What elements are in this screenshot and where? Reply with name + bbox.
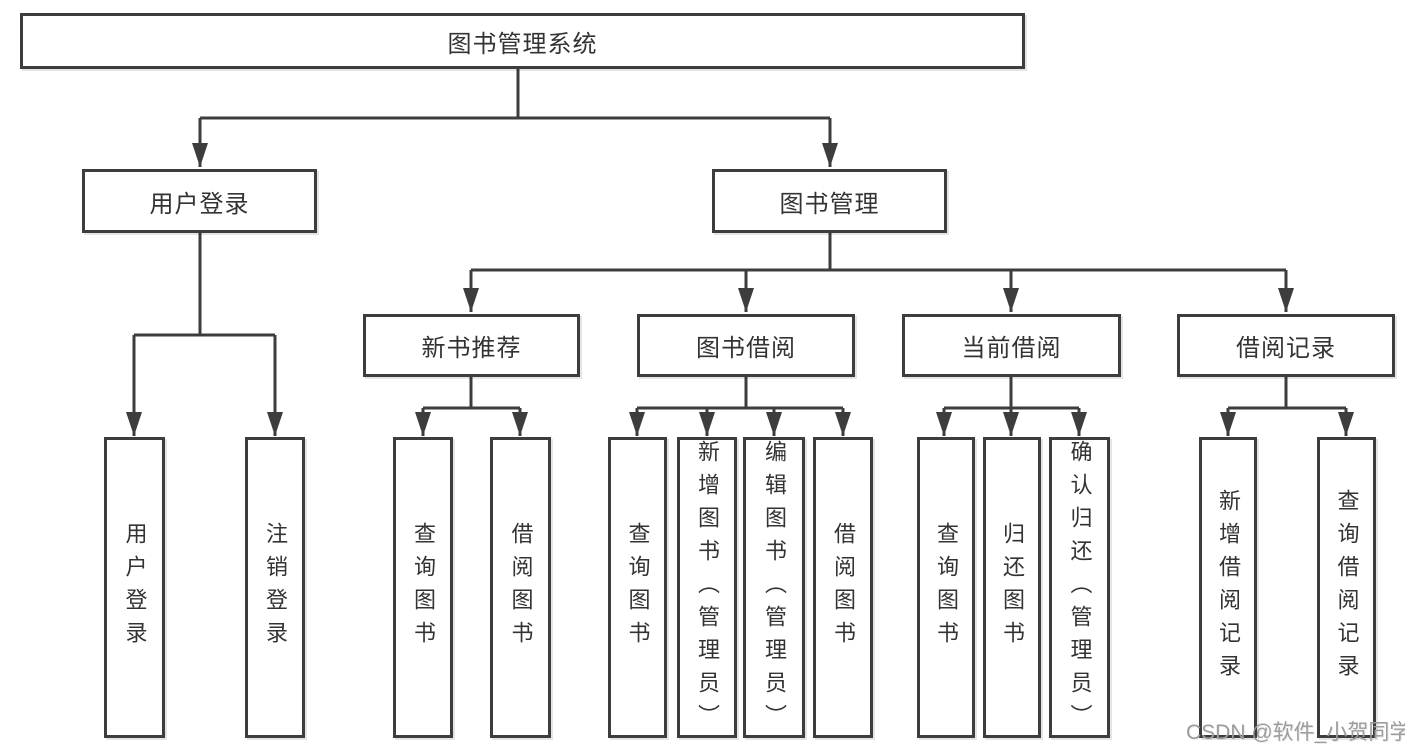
node-new-books-label: 新书推荐 xyxy=(421,335,522,362)
node-current-borrow-label: 当前借阅 xyxy=(961,335,1062,362)
leaf-current-query-label: 查询图书 xyxy=(934,521,959,654)
leaf-user-login-label: 用户登录 xyxy=(122,521,148,654)
node-root: 图书管理系统 xyxy=(20,13,1025,69)
node-root-label: 图书管理系统 xyxy=(447,30,598,58)
leaf-borrow-edit-admin: 编辑图书（管理员） xyxy=(743,437,805,738)
leaf-borrow-add-admin-label: 新增图书（管理员） xyxy=(695,440,720,737)
leaf-newbooks-query: 查询图书 xyxy=(393,437,453,738)
node-borrow-records-label: 借阅记录 xyxy=(1236,335,1336,362)
node-book-mgmt: 图书管理 xyxy=(712,169,947,233)
leaf-logout-label: 注销登录 xyxy=(263,521,288,654)
leaf-records-query-label: 查询借阅记录 xyxy=(1334,488,1360,687)
leaf-current-return-label: 归还图书 xyxy=(1000,521,1025,654)
leaf-borrow-borrow-label: 借阅图书 xyxy=(831,521,856,654)
leaf-newbooks-borrow: 借阅图书 xyxy=(490,437,551,738)
leaf-borrow-add-admin: 新增图书（管理员） xyxy=(677,437,737,738)
leaf-current-confirm-admin: 确认归还（管理员） xyxy=(1049,437,1110,738)
leaf-records-query: 查询借阅记录 xyxy=(1317,437,1376,738)
node-user-login-label: 用户登录 xyxy=(149,190,250,218)
node-user-login: 用户登录 xyxy=(82,169,317,233)
node-book-borrow-label: 图书借阅 xyxy=(696,335,796,362)
leaf-borrow-query: 查询图书 xyxy=(608,437,667,738)
leaf-current-confirm-admin-label: 确认归还（管理员） xyxy=(1067,440,1093,737)
node-borrow-records: 借阅记录 xyxy=(1177,314,1395,377)
leaf-records-add-label: 新增借阅记录 xyxy=(1216,488,1241,687)
leaf-borrow-edit-admin-label: 编辑图书（管理员） xyxy=(762,440,787,737)
node-book-mgmt-label: 图书管理 xyxy=(779,190,880,218)
leaf-current-query: 查询图书 xyxy=(917,437,975,738)
leaf-borrow-query-label: 查询图书 xyxy=(625,521,651,654)
node-book-borrow: 图书借阅 xyxy=(637,314,855,377)
leaf-current-return: 归还图书 xyxy=(983,437,1041,738)
node-new-books: 新书推荐 xyxy=(363,314,580,377)
leaf-newbooks-borrow-label: 借阅图书 xyxy=(508,521,534,654)
leaf-newbooks-query-label: 查询图书 xyxy=(411,521,436,654)
csdn-watermark: CSDN @软件_小贺同学 xyxy=(1186,721,1405,744)
leaf-logout: 注销登录 xyxy=(245,437,305,738)
leaf-user-login: 用户登录 xyxy=(104,437,165,738)
leaf-borrow-borrow: 借阅图书 xyxy=(813,437,873,738)
leaf-records-add: 新增借阅记录 xyxy=(1199,437,1257,738)
node-current-borrow: 当前借阅 xyxy=(902,314,1121,377)
